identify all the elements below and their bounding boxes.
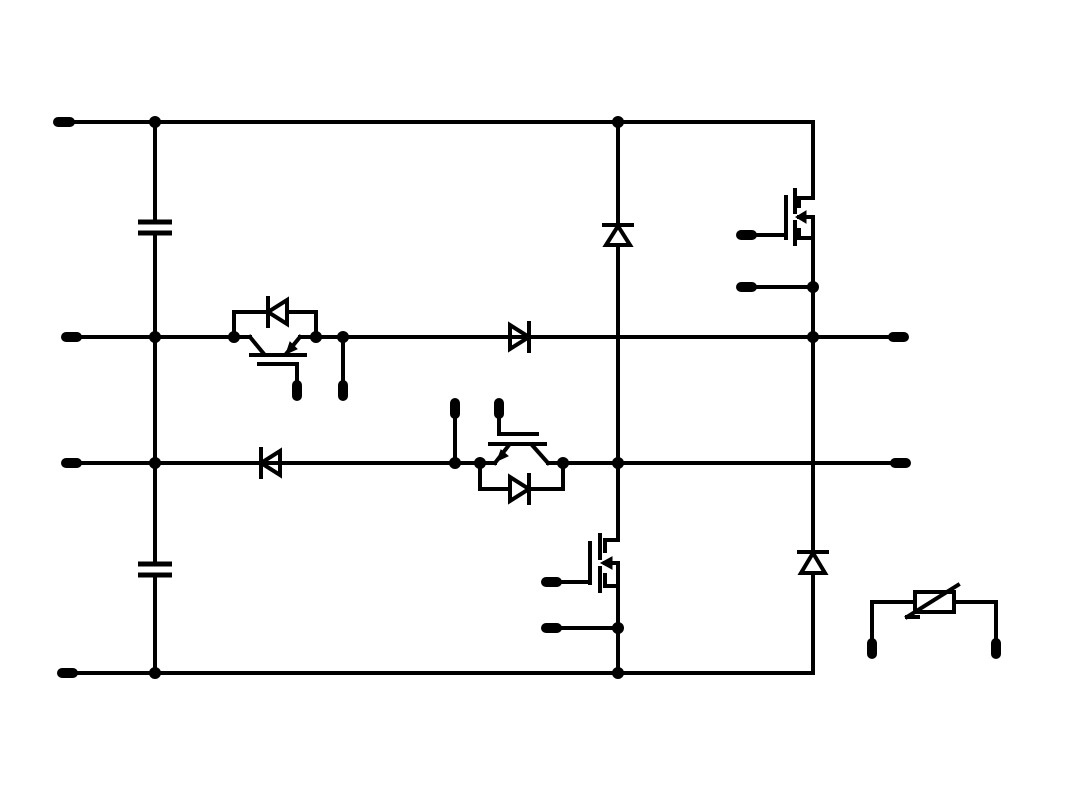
diode-d1 — [508, 321, 533, 353]
varistor-rv1 — [870, 582, 998, 650]
terminal-pins — [53, 117, 1001, 678]
igbt-q1 — [232, 310, 318, 392]
mosfet-m1 — [744, 188, 807, 246]
capacitor-c1 — [138, 219, 172, 236]
center-bus — [603, 120, 620, 675]
diode-q1-antiparallel — [264, 296, 289, 328]
capacitor-c2 — [138, 561, 172, 578]
junction-dots — [149, 116, 819, 679]
diode-q2-antiparallel — [508, 473, 533, 505]
diode-d4 — [797, 549, 829, 575]
diode-d3 — [602, 222, 634, 247]
top-rail — [62, 120, 815, 200]
right-bus — [744, 196, 815, 675]
diode-d2 — [257, 447, 282, 479]
igbt-q2 — [453, 406, 565, 491]
